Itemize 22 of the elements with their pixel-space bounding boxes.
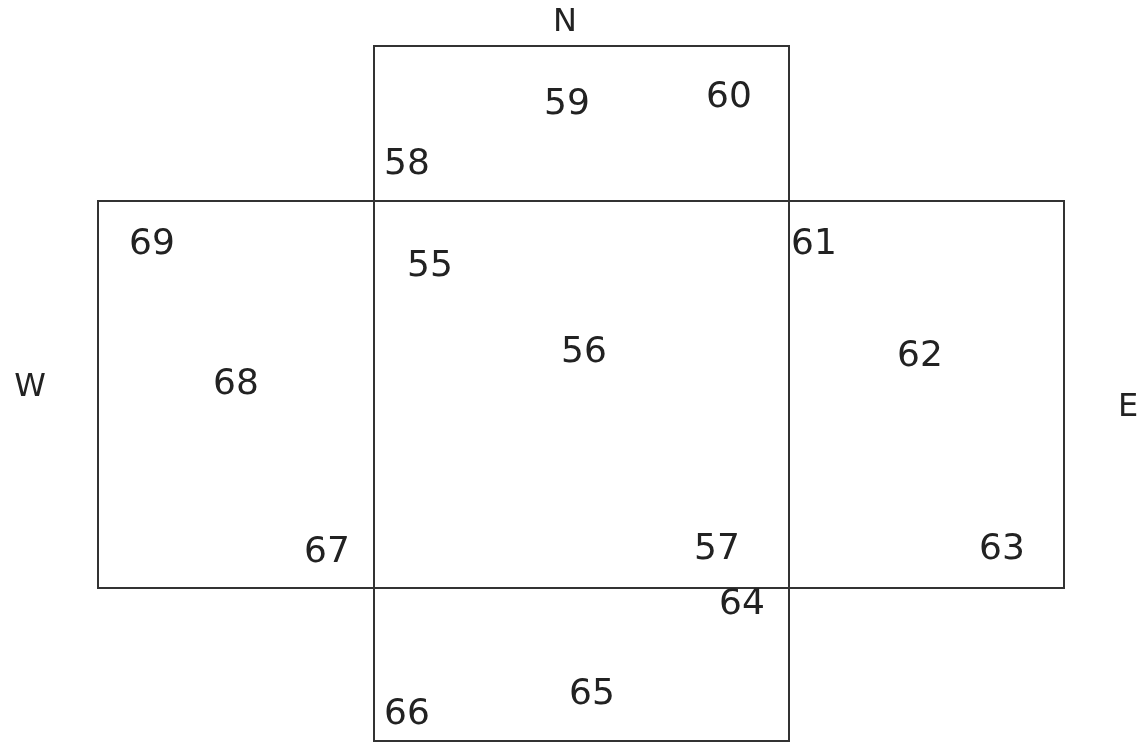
number-label: 62 [897, 336, 943, 372]
number-label: 57 [694, 529, 740, 565]
direction-letter: N [553, 4, 577, 36]
rectangle-panel [373, 587, 790, 742]
number-label: 64 [719, 584, 765, 620]
number-label: 68 [213, 364, 259, 400]
direction-letter: E [1117, 389, 1139, 421]
number-label: 60 [706, 77, 752, 113]
number-label: 66 [384, 694, 430, 730]
number-label: 55 [407, 246, 453, 282]
number-label: 67 [304, 532, 350, 568]
number-label: 58 [384, 144, 430, 180]
rectangle-panel [97, 200, 375, 589]
rectangle-panel [788, 200, 1065, 589]
rectangle-panel [373, 45, 790, 202]
number-label: 56 [561, 332, 607, 368]
number-label: 63 [979, 529, 1025, 565]
number-label: 69 [129, 224, 175, 260]
number-label: 61 [791, 224, 837, 260]
number-label: 59 [544, 84, 590, 120]
number-label: 65 [569, 674, 615, 710]
direction-letter: W [14, 369, 46, 401]
